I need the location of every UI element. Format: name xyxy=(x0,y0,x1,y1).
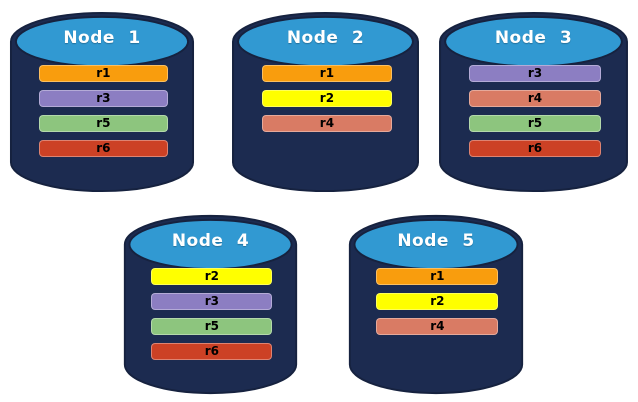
node-title: Node 5 xyxy=(397,231,475,251)
replica-bar: r2 xyxy=(151,268,273,285)
replica-bar: r3 xyxy=(151,293,273,310)
replica-bar: r1 xyxy=(376,268,499,285)
replica-bar: r1 xyxy=(39,65,168,82)
node-3-cylinder: Node 3 r3 r4 r5 r6 xyxy=(437,8,630,196)
replica-bar: r6 xyxy=(151,343,273,360)
replica-list: r1 r3 r5 r6 xyxy=(39,65,168,165)
replica-list: r3 r4 r5 r6 xyxy=(468,65,602,165)
node-title: Node 1 xyxy=(63,28,141,48)
node-2-cylinder: Node 2 r1 r2 r4 xyxy=(230,8,421,196)
replica-bar: r5 xyxy=(468,115,602,132)
replica-bar: r5 xyxy=(39,115,168,132)
replica-bar: r3 xyxy=(468,65,602,82)
replica-bar: r2 xyxy=(261,90,393,107)
replica-list: r1 r2 r4 xyxy=(376,268,499,343)
replica-bar: r4 xyxy=(468,90,602,107)
replica-bar: r2 xyxy=(376,293,499,310)
node-title: Node 2 xyxy=(286,28,365,48)
replica-bar: r6 xyxy=(39,140,168,157)
replica-list: r2 r3 r5 r6 xyxy=(151,268,273,368)
replica-bar: r6 xyxy=(468,140,602,157)
replica-bar: r3 xyxy=(39,90,168,107)
node-5-cylinder: Node 5 r1 r2 r4 xyxy=(347,211,525,398)
replica-bar: r5 xyxy=(151,318,273,335)
node-title: Node 3 xyxy=(494,28,573,48)
replica-bar: r1 xyxy=(261,65,393,82)
replica-bar: r4 xyxy=(376,318,499,335)
node-4-cylinder: Node 4 r2 r3 r5 r6 xyxy=(122,211,299,398)
replica-list: r1 r2 r4 xyxy=(261,65,393,140)
replica-bar: r4 xyxy=(261,115,393,132)
node-title: Node 4 xyxy=(171,231,250,251)
node-1-cylinder: Node 1 r1 r3 r5 r6 xyxy=(8,8,196,196)
